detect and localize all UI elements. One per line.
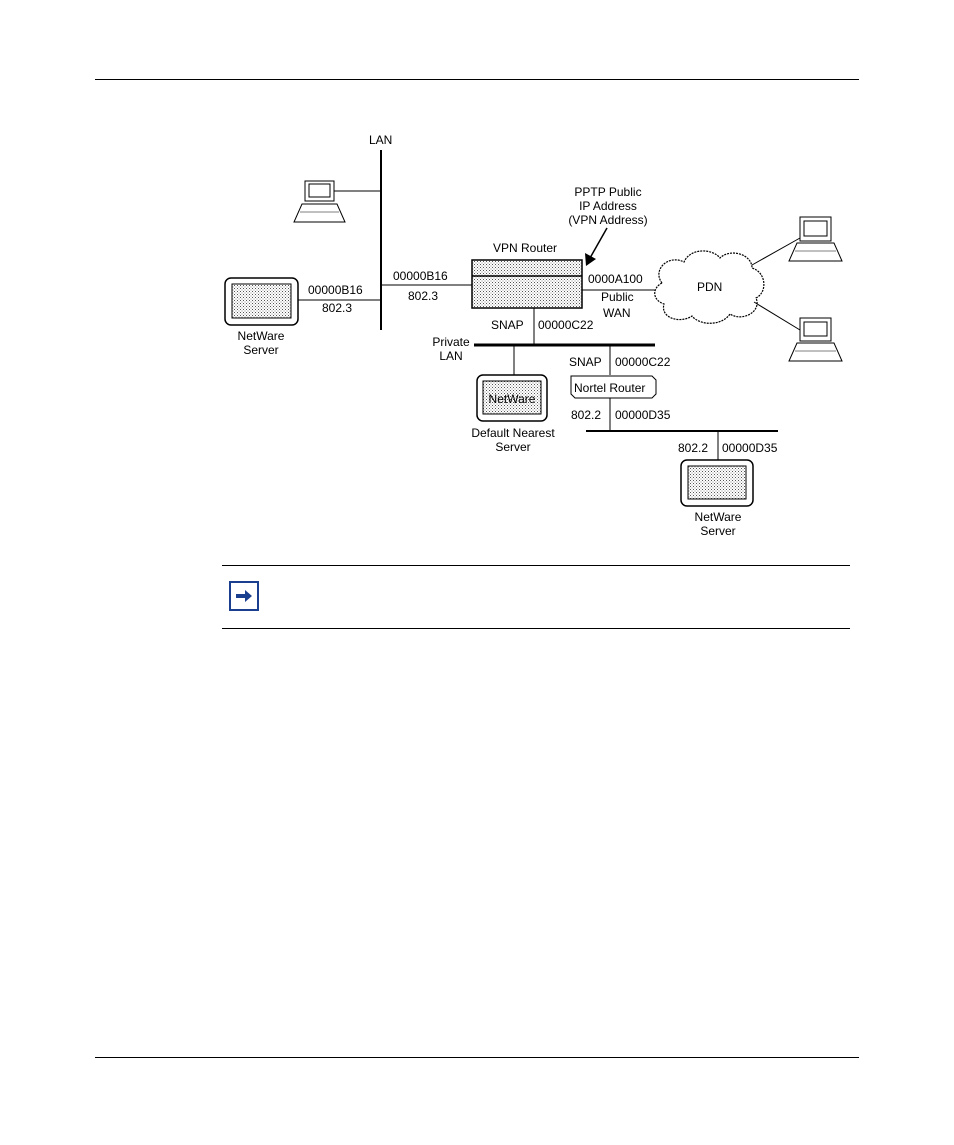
left-server-frame: 802.3 [322,301,352,315]
nearest-server-label-2: Server [495,440,530,454]
wan-link: 0000A100 Public WAN [582,272,658,320]
pptp-label-1: PPTP Public [574,185,641,199]
workstation-remote-top [752,217,842,265]
network-diagram: LAN 00000B16 802.3 NetWare Server 00000B… [0,0,954,560]
nortel-router: SNAP 00000C22 Nortel Router 802.2 00000D… [569,345,778,431]
private-lan-network: 00000C22 [538,318,594,332]
wan-label-2: WAN [603,306,631,320]
nortel-router-label: Nortel Router [574,381,645,395]
arrow-right-icon [229,581,259,611]
netware-server-left: 00000B16 802.3 NetWare Server [225,278,381,357]
note-box [222,565,850,629]
pdn-cloud: PDN [655,251,764,323]
private-lan-frame: SNAP [491,318,524,332]
vpn-router-label: VPN Router [493,241,557,255]
lan-router-link: 00000B16 802.3 [381,269,472,303]
right-server-label-1: NetWare [695,510,742,524]
private-lan-label-1: Private [432,335,470,349]
pptp-arrow-icon [585,253,596,266]
netware-server-right: 802.2 00000D35 NetWare Server [678,431,778,538]
vpn-router: VPN Router [472,241,582,308]
default-nearest-server: NetWare Default Nearest Server [471,345,555,454]
nearest-server-screen-text: NetWare [489,392,536,406]
left-server-label-2: Server [243,343,278,357]
nortel-bottom-frame: 802.2 [571,408,601,422]
right-server-network: 00000D35 [722,441,778,455]
private-lan-label-2: LAN [439,349,462,363]
wan-label-1: Public [601,290,634,304]
nortel-top-frame: SNAP [569,355,602,369]
nortel-top-network: 00000C22 [615,355,671,369]
nearest-server-label-1: Default Nearest [471,426,555,440]
lan-label: LAN [369,133,392,147]
nortel-bottom-network: 00000D35 [615,408,671,422]
workstation-remote-bottom [754,302,842,361]
pptp-annotation: PPTP Public IP Address (VPN Address) [568,185,647,266]
pptp-label-3: (VPN Address) [568,213,647,227]
pptp-label-2: IP Address [579,199,637,213]
router-lan-network: 00000B16 [393,269,448,283]
footer-rule [95,1057,859,1058]
left-server-network: 00000B16 [308,283,363,297]
right-server-frame: 802.2 [678,441,708,455]
router-lan-frame: 802.3 [408,289,438,303]
wan-network: 0000A100 [588,272,643,286]
pdn-label: PDN [697,280,722,294]
left-server-label-1: NetWare [238,329,285,343]
right-server-label-2: Server [700,524,735,538]
workstation-top-left [294,181,381,222]
